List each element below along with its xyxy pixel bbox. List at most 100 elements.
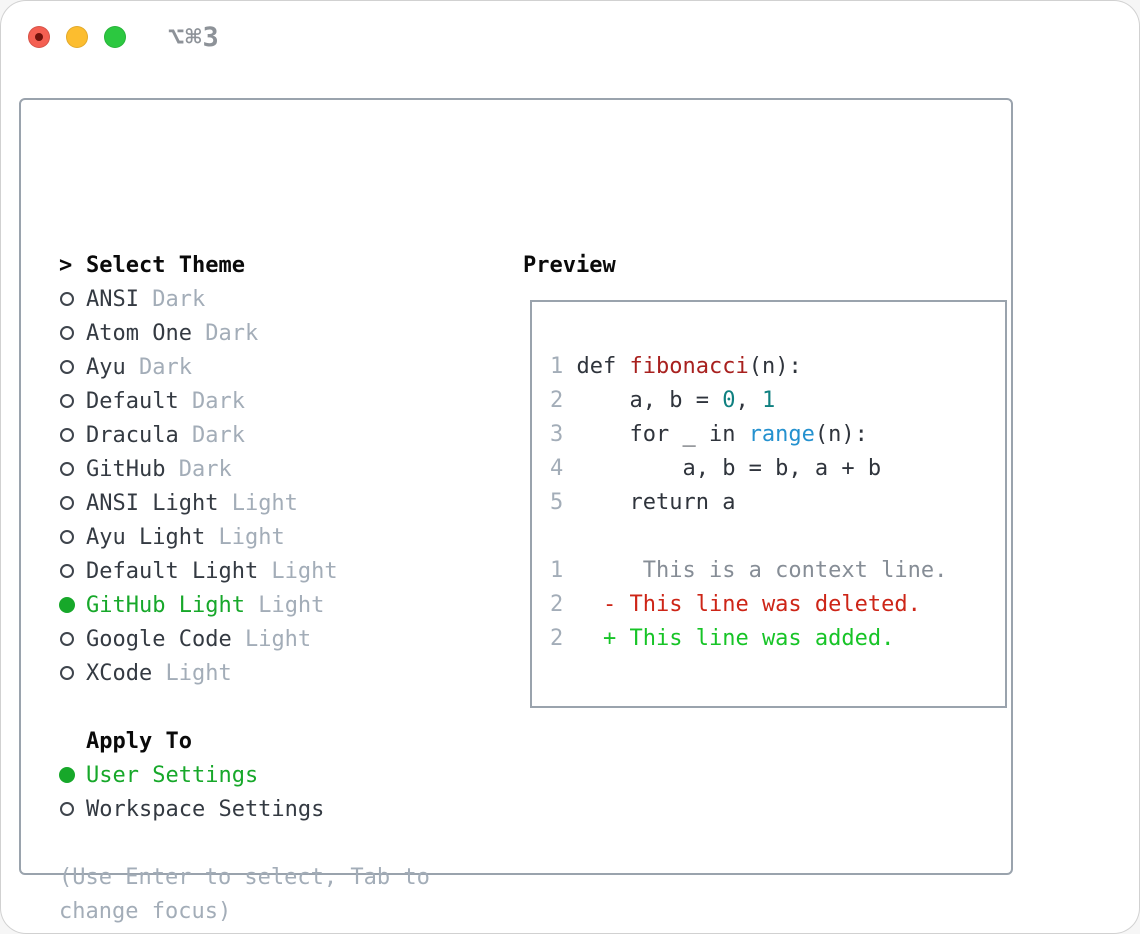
- line-number: 1: [550, 558, 577, 583]
- marker-slot: [59, 462, 86, 476]
- radio-icon: [60, 564, 74, 578]
- code-line: 1 This is a context line.: [550, 554, 1005, 588]
- apply-option-workspace-settings[interactable]: Workspace Settings: [59, 792, 430, 826]
- option-label: Google Code: [86, 626, 232, 652]
- marker-slot: [59, 292, 86, 306]
- code-token: (n):: [748, 354, 802, 379]
- minimize-button[interactable]: [66, 26, 88, 48]
- code-token: + This line was added.: [603, 626, 895, 651]
- code-token: a, b =: [576, 388, 723, 413]
- code-line: 2 - This line was deleted.: [550, 588, 1005, 622]
- code-line: 1 def fibonacci(n):: [550, 350, 1005, 384]
- radio-icon: [60, 292, 74, 306]
- code-token: ,: [735, 388, 762, 413]
- code-token: [577, 592, 604, 617]
- radio-selected-icon: [59, 767, 75, 783]
- apply-option-user-settings[interactable]: User Settings: [59, 758, 430, 792]
- theme-option-google-code[interactable]: Google Code Light: [59, 622, 430, 656]
- marker-slot: [59, 496, 86, 510]
- code-token: return a: [576, 490, 736, 515]
- radio-icon: [60, 496, 74, 510]
- option-label: User Settings: [86, 762, 259, 788]
- line-number: 2: [550, 626, 577, 651]
- radio-icon: [60, 326, 74, 340]
- code-token: range: [748, 422, 815, 447]
- theme-variant-tag: Light: [258, 558, 338, 584]
- radio-icon: [60, 632, 74, 646]
- theme-variant-tag: Dark: [178, 422, 245, 448]
- theme-option-github-light[interactable]: GitHub Light Light: [59, 588, 430, 622]
- line-number: 5: [550, 490, 577, 515]
- marker-slot: [59, 360, 86, 374]
- marker-slot: [59, 530, 86, 544]
- zoom-button[interactable]: [104, 26, 126, 48]
- theme-option-xcode[interactable]: XCode Light: [59, 656, 430, 690]
- code-token: (n):: [814, 422, 868, 447]
- option-label: Atom One: [86, 320, 192, 346]
- theme-variant-tag: Light: [244, 592, 325, 618]
- marker-slot: [59, 394, 86, 408]
- theme-option-default[interactable]: Default Dark: [59, 384, 430, 418]
- code-token: for _ in: [576, 422, 749, 447]
- radio-icon: [60, 360, 74, 374]
- option-label: Default: [86, 388, 179, 414]
- code-token: 0: [722, 388, 736, 413]
- option-label: GitHub Light: [86, 592, 245, 618]
- marker-slot: [59, 632, 86, 646]
- code-line: 4 a, b = b, a + b: [550, 452, 1005, 486]
- theme-option-ayu-light[interactable]: Ayu Light Light: [59, 520, 430, 554]
- code-token: [577, 626, 604, 651]
- hint-line: change focus): [59, 898, 232, 924]
- marker-slot: [59, 767, 86, 783]
- line-number: 4: [550, 456, 577, 481]
- radio-icon: [60, 428, 74, 442]
- option-label: XCode: [86, 660, 153, 686]
- hint-line: (Use Enter to select, Tab to: [59, 864, 430, 890]
- theme-option-ayu[interactable]: Ayu Dark: [59, 350, 430, 384]
- theme-option-ansi-light[interactable]: ANSI Light Light: [59, 486, 430, 520]
- theme-option-default-light[interactable]: Default Light Light: [59, 554, 430, 588]
- spacer: [59, 826, 430, 860]
- theme-option-dracula[interactable]: Dracula Dark: [59, 418, 430, 452]
- marker-slot: [59, 666, 86, 680]
- option-label: Ayu: [86, 354, 126, 380]
- code-token: fibonacci: [629, 354, 749, 379]
- preview-title: Preview: [523, 253, 616, 278]
- theme-option-github[interactable]: GitHub Dark: [59, 452, 430, 486]
- theme-variant-tag: Light: [205, 524, 285, 550]
- option-label: ANSI: [86, 286, 139, 312]
- radio-icon: [60, 802, 74, 816]
- option-label: ANSI Light: [86, 490, 219, 516]
- radio-selected-icon: [59, 597, 75, 613]
- keyboard-hint: (Use Enter to select, Tab to change focus…: [59, 860, 430, 928]
- theme-option-atom-one[interactable]: Atom One Dark: [59, 316, 430, 350]
- theme-variant-tag: Dark: [138, 286, 206, 312]
- spacer: [59, 690, 430, 724]
- marker-slot: [59, 326, 86, 340]
- option-label: Dracula: [86, 422, 179, 448]
- radio-icon: [60, 666, 74, 680]
- close-button[interactable]: [28, 26, 50, 48]
- code-token: - This line was deleted.: [603, 592, 921, 617]
- code-line: 5 return a: [550, 486, 1005, 520]
- code-token: a, b = b, a + b: [576, 456, 882, 481]
- theme-variant-tag: Light: [152, 660, 232, 686]
- apply-to-header: Apply To: [59, 724, 430, 758]
- radio-icon: [60, 462, 74, 476]
- line-number: 2: [550, 388, 577, 413]
- theme-variant-tag: Dark: [125, 354, 192, 380]
- title-bar: ⌥⌘3: [0, 0, 1140, 74]
- select-theme-title: Select Theme: [86, 252, 245, 278]
- line-number: 1: [550, 354, 577, 379]
- code-line: 2 + This line was added.: [550, 622, 1005, 656]
- option-label: Ayu Light: [86, 524, 206, 550]
- theme-option-ansi[interactable]: ANSI Dark: [59, 282, 430, 316]
- code-line: 2 a, b = 0, 1: [550, 384, 1005, 418]
